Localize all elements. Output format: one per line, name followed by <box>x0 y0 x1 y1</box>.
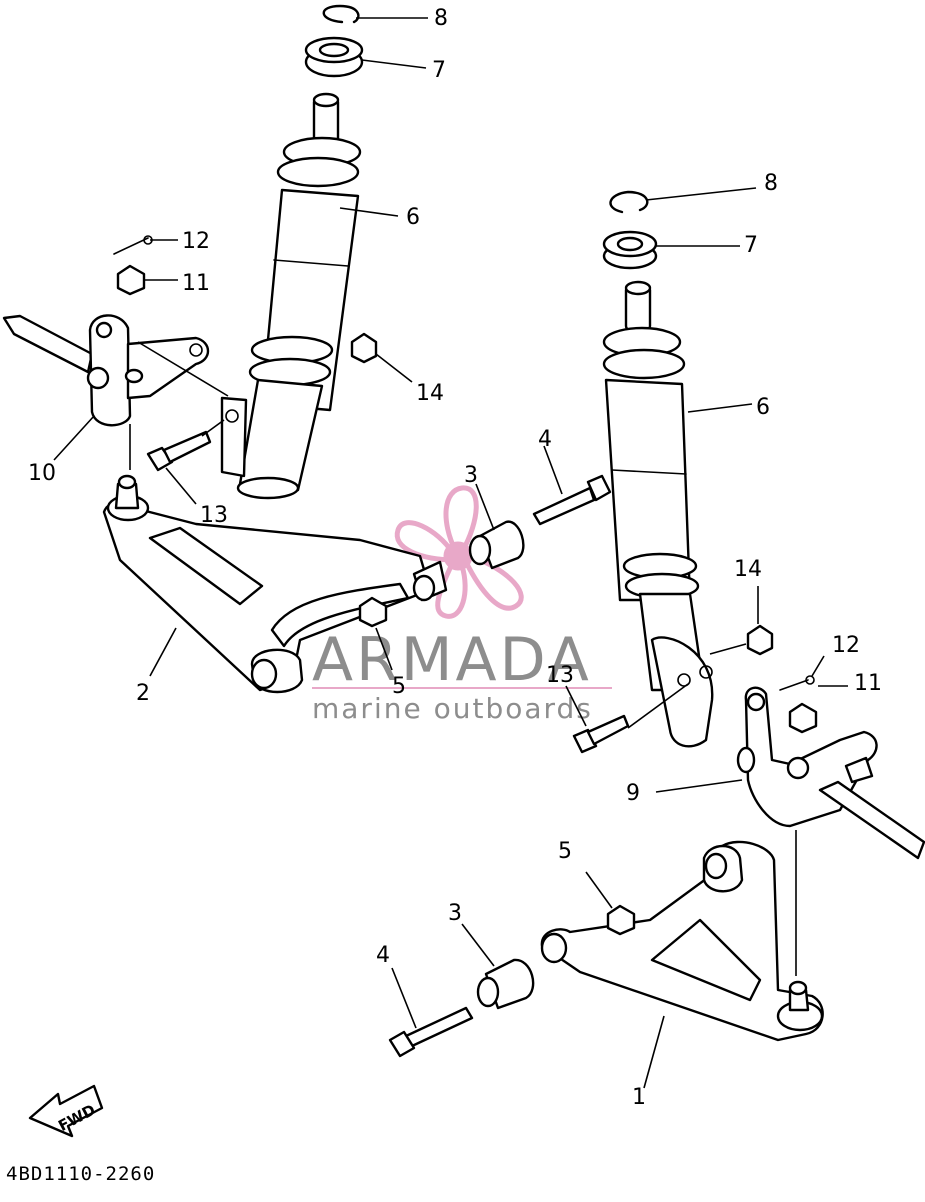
spring-seat-7-top <box>304 36 364 78</box>
bolt-4-top <box>532 474 612 526</box>
callout-13-top: 13 <box>200 503 228 528</box>
nut-14-right <box>746 624 774 656</box>
armada-watermark: ARMADA marine outboards <box>312 485 612 725</box>
callout-5-bottom: 5 <box>558 839 572 864</box>
watermark-brand: ARMADA <box>312 625 592 695</box>
steering-knuckle-9 <box>736 686 925 860</box>
callout-6-top: 6 <box>406 205 420 230</box>
part-code: 4BD1110-2260 <box>6 1163 155 1185</box>
castle-nut-11-right <box>788 702 818 734</box>
callout-7-right: 7 <box>744 233 758 258</box>
nut-14-top <box>350 332 378 364</box>
callout-11-top: 11 <box>182 271 210 296</box>
nut-5-bottom <box>606 904 636 936</box>
callout-4-bottom: 4 <box>376 943 390 968</box>
callout-10: 10 <box>28 461 56 486</box>
bolt-4-bottom <box>388 1006 474 1058</box>
callout-3-bottom: 3 <box>448 901 462 926</box>
callout-1: 1 <box>632 1085 646 1110</box>
circlip-8-top <box>322 4 360 24</box>
nut-5-top <box>358 596 388 628</box>
watermark-tagline: marine outboards <box>312 692 593 725</box>
callout-6-right: 6 <box>756 395 770 420</box>
callout-12-right: 12 <box>832 633 860 658</box>
bolt-13-right <box>572 714 630 754</box>
callout-7-top: 7 <box>432 58 446 83</box>
fwd-arrow-icon: FWD <box>28 1084 104 1138</box>
leader-lines <box>53 17 848 1089</box>
bushing-3-top <box>468 520 525 570</box>
shock-absorber-6-top <box>220 92 362 500</box>
callout-4-top: 4 <box>538 427 552 452</box>
callout-3-top: 3 <box>464 463 478 488</box>
callout-14-right: 14 <box>734 557 762 582</box>
callout-13-right: 13 <box>546 663 574 688</box>
cotter-pin-12-right <box>779 675 815 691</box>
spring-seat-7-right <box>602 230 658 270</box>
callout-labels: 8 7 6 12 11 14 10 13 3 4 2 5 8 7 6 14 12… <box>28 6 882 1110</box>
bushing-3-bottom <box>476 958 535 1010</box>
callout-2: 2 <box>136 681 150 706</box>
callout-9: 9 <box>626 781 640 806</box>
callout-11-right: 11 <box>854 671 882 696</box>
callout-14-top: 14 <box>416 381 444 406</box>
callout-12-top: 12 <box>182 229 210 254</box>
shock-absorber-6-right <box>602 280 714 748</box>
bolt-13-top <box>146 430 212 472</box>
callout-5-top: 5 <box>392 674 406 699</box>
steering-knuckle-10 <box>2 314 210 427</box>
callout-8-right: 8 <box>764 171 778 196</box>
lower-arm-1 <box>540 840 824 1042</box>
callout-8-top: 8 <box>434 6 448 31</box>
castle-nut-11-top <box>116 264 146 296</box>
circlip-8-right <box>609 190 649 214</box>
cotter-pin-12-top <box>113 235 153 255</box>
